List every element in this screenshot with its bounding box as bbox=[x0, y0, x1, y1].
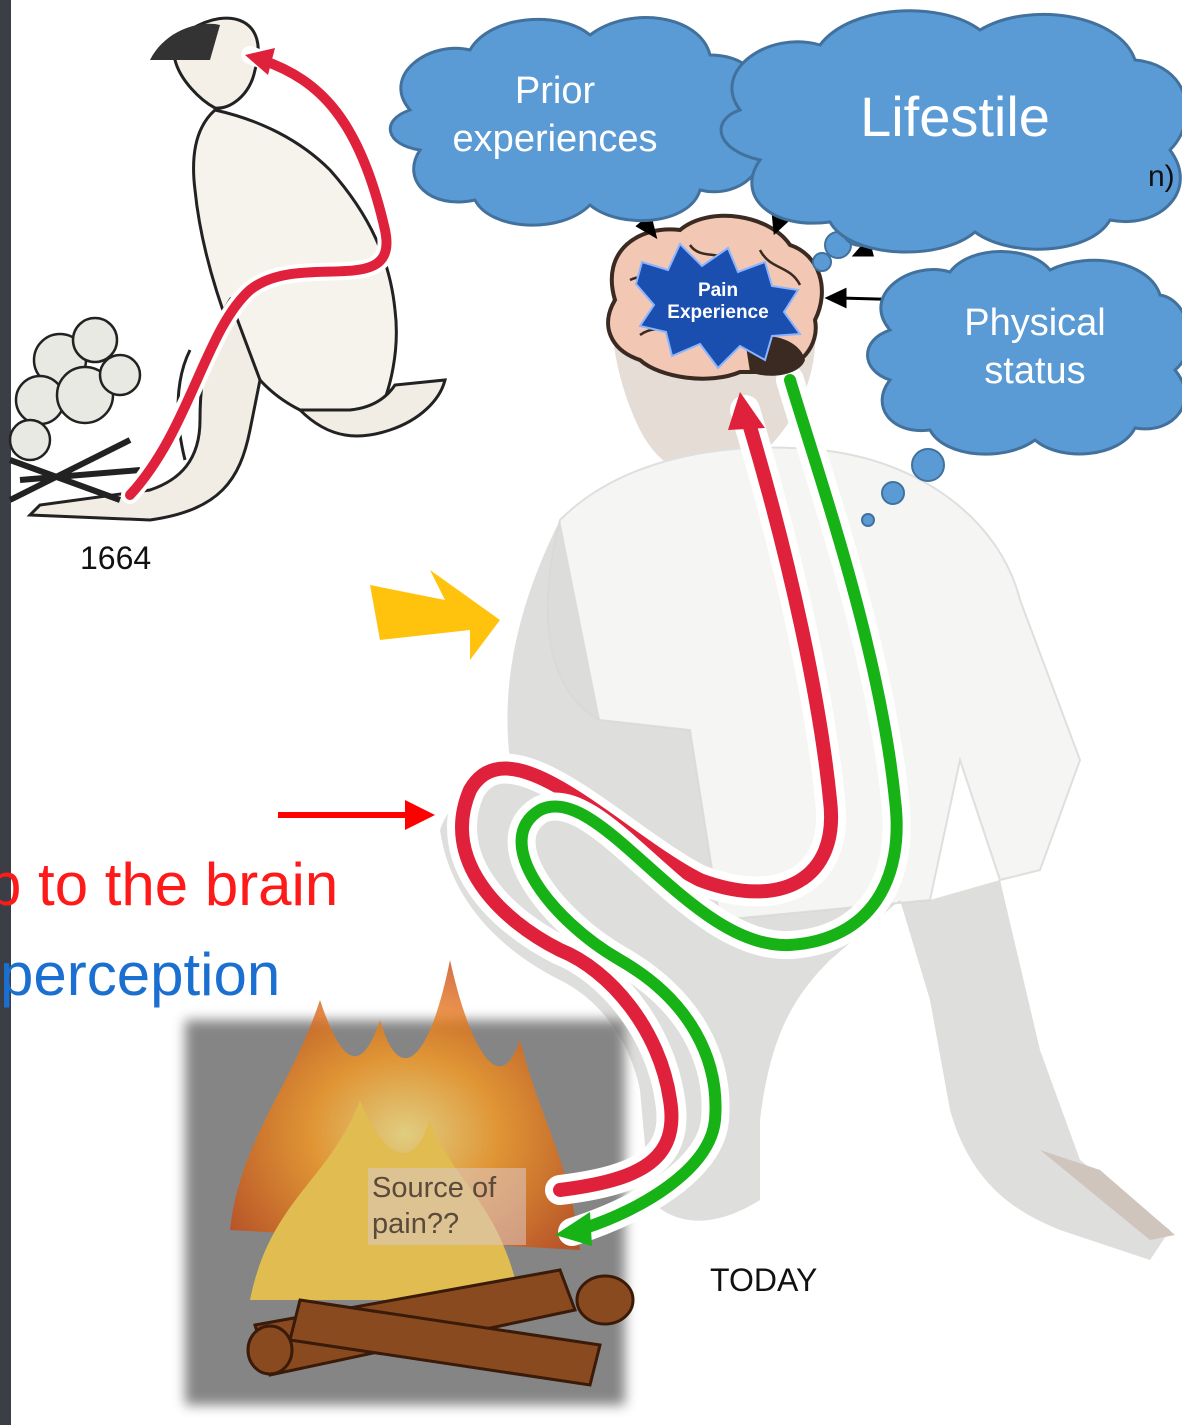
caption-line-1: p to the brain bbox=[0, 850, 338, 919]
brain-badge-line2: Experience bbox=[667, 302, 768, 323]
yellow-transition-arrow bbox=[370, 570, 500, 660]
red-pointer-arrow-head bbox=[405, 800, 435, 830]
year-label: 1664 bbox=[80, 540, 151, 577]
caption-line-2: perception bbox=[0, 940, 280, 1009]
cloud-prior-label: Prior experiences bbox=[420, 68, 690, 163]
cloud-physical-label: Physical status bbox=[920, 300, 1150, 395]
today-label: TODAY bbox=[710, 1262, 817, 1299]
cloud-lifestyle-label: Lifestile bbox=[800, 82, 1110, 152]
partially-hidden-text: n) bbox=[1148, 160, 1175, 194]
source-of-pain-label: Source of pain?? bbox=[368, 1168, 526, 1245]
brain-badge-line1: Pain bbox=[698, 280, 738, 301]
